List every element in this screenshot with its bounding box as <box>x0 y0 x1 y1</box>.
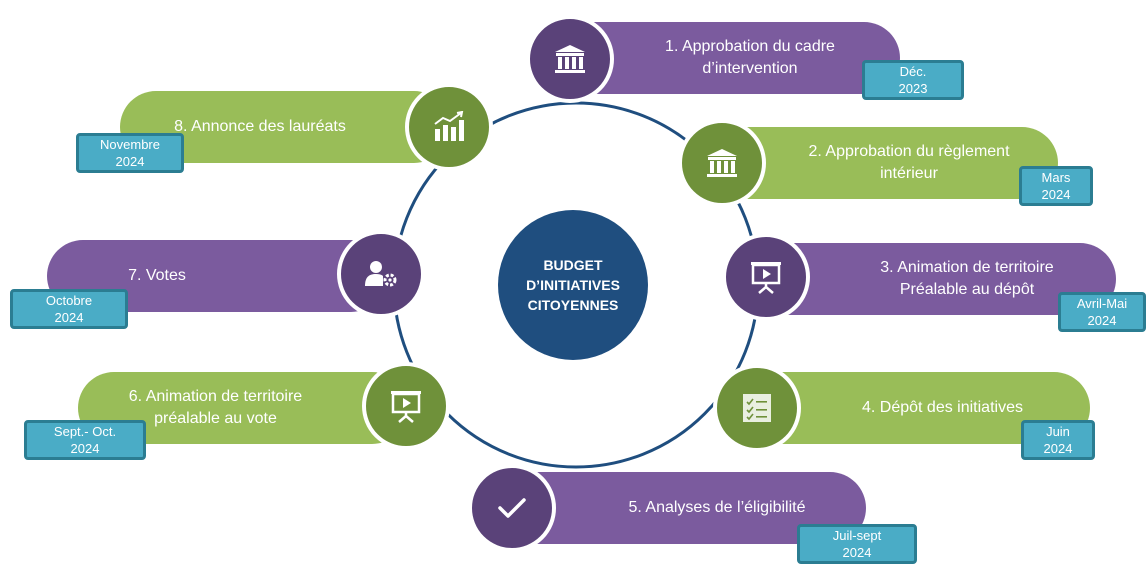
step-7-date-line2: 2024 <box>54 310 84 325</box>
step-3-circle <box>722 233 810 321</box>
step-1-date-line2: 2023 <box>898 81 928 96</box>
step-8-date-line1: Novembre <box>100 137 160 152</box>
user-settings-icon <box>364 259 398 289</box>
step-4-label-line1: 4. Dépôt des initiatives <box>862 399 1023 416</box>
step-3-date-line2: 2024 <box>1087 313 1117 328</box>
institution-icon <box>553 43 587 75</box>
step-6-date-badge: Sept.- Oct. 2024 <box>24 420 146 460</box>
step-7-label-line1: 7. Votes <box>128 267 186 284</box>
step-8-pill: 8. Annonce des lauréats <box>120 91 450 163</box>
center-title-line3: CITOYENNES <box>527 297 619 313</box>
step-2-date-line2: 2024 <box>1041 187 1071 202</box>
step-8-circle <box>405 83 493 171</box>
growth-chart-icon <box>432 111 466 143</box>
institution-icon <box>705 147 739 179</box>
step-3-label-line2: Préalable au dépôt <box>899 281 1035 298</box>
step-4-date-line1: Juin <box>1046 424 1070 439</box>
step-1-date-line1: Déc. <box>899 64 927 79</box>
step-8-label-line1: 8. Annonce des lauréats <box>174 118 346 135</box>
step-2-pill: 2. Approbation du règlement intérieur <box>700 127 1058 199</box>
step-2-date-badge: Mars 2024 <box>1019 166 1093 206</box>
step-6-label-line1: 6. Animation de territoire <box>128 388 303 405</box>
step-3-date-line1: Avril-Mai <box>1076 296 1128 311</box>
checklist-icon <box>742 393 772 423</box>
step-5-date-badge: Juil-sept 2024 <box>797 524 917 564</box>
step-5-label-line1: 5. Analyses de l’éligibilité <box>628 499 806 516</box>
step-7-date-badge: Octobre 2024 <box>10 289 128 329</box>
step-6-pill: 6. Animation de territoire préalable au v… <box>78 372 408 444</box>
center-title-line1: BUDGET <box>543 257 603 273</box>
center-title-circle: BUDGET D’INITIATIVES CITOYENNES <box>498 210 648 360</box>
step-8-date-badge: Novembre 2024 <box>76 133 184 173</box>
step-7-date-line1: Octobre <box>45 293 93 308</box>
step-7-circle <box>337 230 425 318</box>
step-8-date-line2: 2024 <box>115 154 145 169</box>
step-3-date-badge: Avril-Mai 2024 <box>1058 292 1146 332</box>
step-1-label-line2: d’intervention <box>702 60 798 77</box>
step-5-date-line1: Juil-sept <box>832 528 882 543</box>
step-2-circle <box>678 119 766 207</box>
step-6-date-line1: Sept.- Oct. <box>53 424 117 439</box>
step-4-date-line2: 2024 <box>1043 441 1073 456</box>
step-1-date-badge: Déc. 2023 <box>862 60 964 100</box>
step-2-label-line2: intérieur <box>880 165 938 182</box>
step-5-circle <box>468 464 556 552</box>
step-3-label-line1: 3. Animation de territoire <box>880 259 1054 276</box>
step-6-label-line2: préalable au vote <box>154 410 277 427</box>
step-4-date-badge: Juin 2024 <box>1021 420 1095 460</box>
step-6-circle <box>362 362 450 450</box>
presentation-board-icon <box>389 389 423 423</box>
step-1-circle <box>526 15 614 103</box>
step-5-date-line2: 2024 <box>842 545 872 560</box>
step-4-circle <box>713 364 801 452</box>
step-2-date-line1: Mars <box>1041 170 1071 185</box>
checkmark-icon <box>497 496 527 520</box>
step-2-label-line1: 2. Approbation du règlement <box>808 143 1010 160</box>
step-1-label-line1: 1. Approbation du cadre <box>665 38 835 55</box>
presentation-board-icon <box>749 260 783 294</box>
center-title-line2: D’INITIATIVES <box>526 277 620 293</box>
step-6-date-line2: 2024 <box>70 441 100 456</box>
